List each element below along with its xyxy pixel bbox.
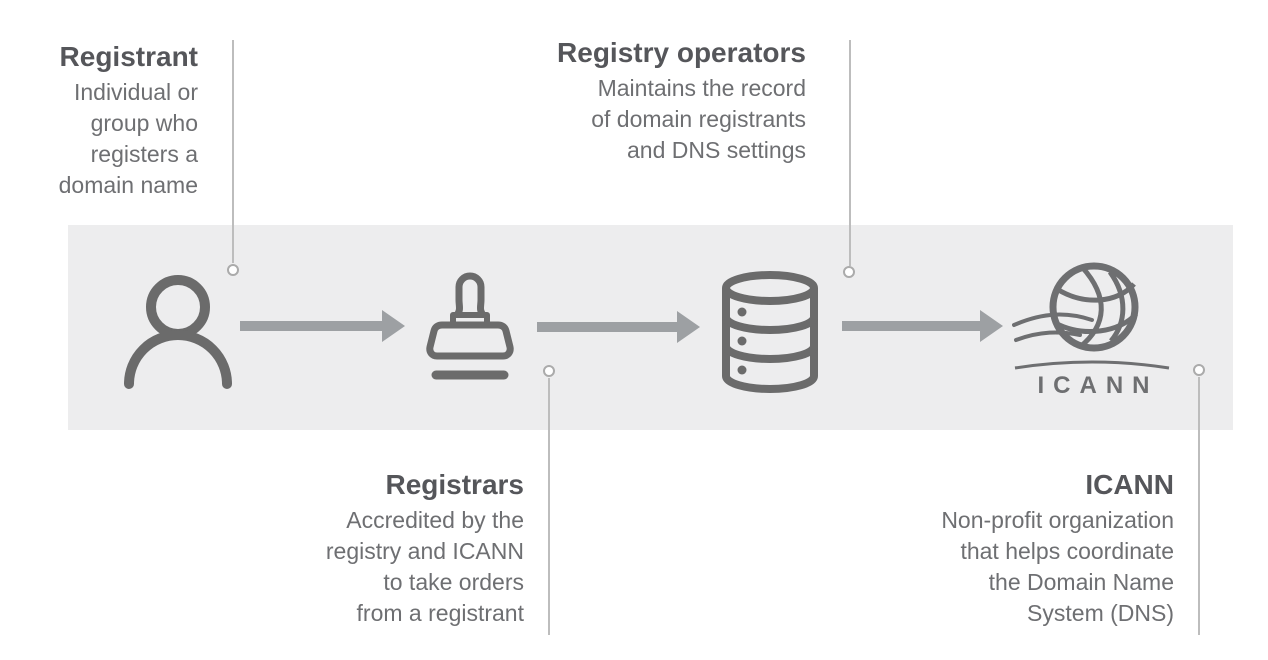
registry-operators-title: Registry operators	[557, 37, 806, 68]
database-icon	[718, 271, 822, 393]
registry-operators-leader-dot	[843, 266, 855, 278]
registry-operators-callout: Registry operators Maintains the record …	[557, 36, 806, 166]
stamp-icon	[421, 271, 519, 387]
icann-leader-line	[1198, 377, 1200, 635]
icann-globe-logo: ICANN	[1012, 262, 1172, 400]
registrant-description: Individual or group who registers a doma…	[58, 79, 198, 198]
icann-title: ICANN	[1085, 469, 1174, 500]
registrars-title: Registrars	[385, 469, 524, 500]
arrow-registrant-to-registrars	[240, 310, 405, 342]
registrant-leader-dot	[227, 264, 239, 276]
person-icon	[121, 272, 235, 390]
arrow-registry-to-icann	[842, 310, 1003, 342]
registrant-callout: Registrant Individual or group who regis…	[59, 40, 198, 201]
icann-wordmark: ICANN	[1038, 372, 1159, 399]
registrars-leader-line	[548, 378, 550, 635]
icann-leader-dot	[1193, 364, 1205, 376]
registrant-leader-line	[232, 40, 234, 263]
registrars-description: Accredited by the registry and ICANN to …	[325, 507, 524, 626]
registrars-callout: Registrars Accredited by the registry an…	[326, 468, 524, 629]
registry-operators-leader-line	[849, 40, 851, 266]
registrars-leader-dot	[543, 365, 555, 377]
arrow-registrars-to-registry	[537, 311, 700, 343]
registrant-title: Registrant	[59, 41, 198, 72]
icann-callout: ICANN Non-profit organization that helps…	[941, 468, 1174, 629]
icann-description: Non-profit organization that helps coord…	[941, 507, 1174, 626]
registry-operators-description: Maintains the record of domain registran…	[591, 75, 806, 163]
